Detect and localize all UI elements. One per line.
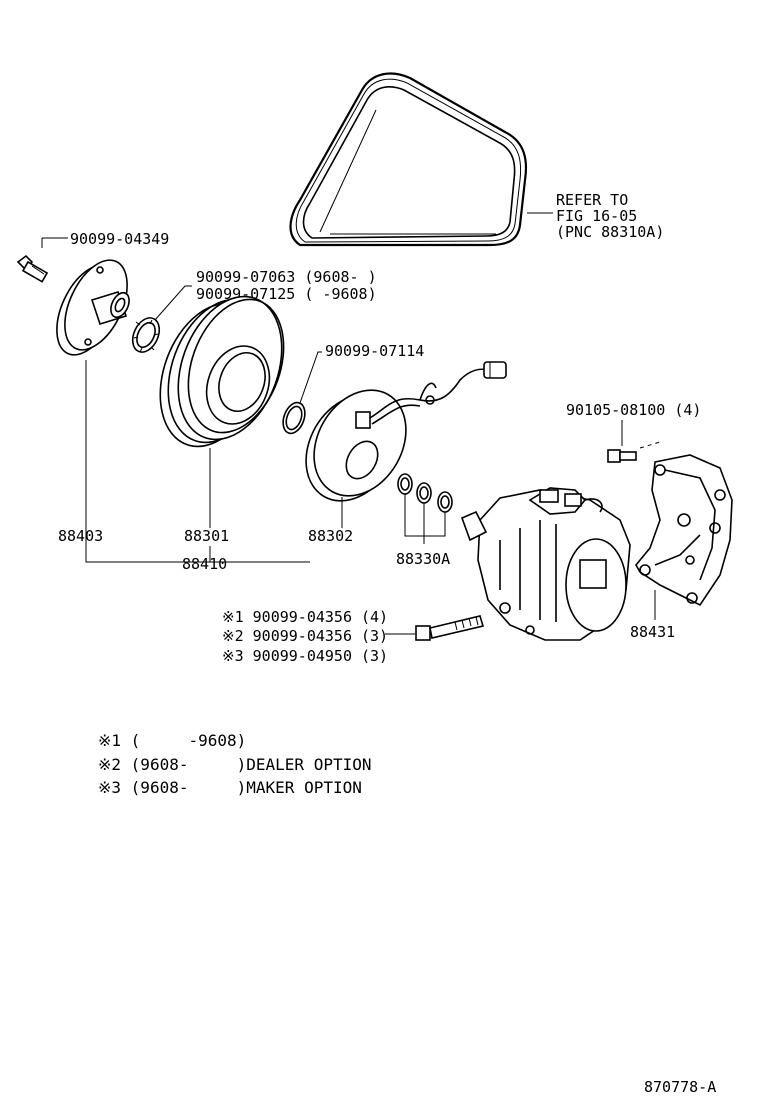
shim-ring (131, 317, 161, 353)
bracket-88431 (635, 454, 733, 607)
clutch-hub-88403 (56, 259, 130, 356)
label-snap-ring: 90099-07114 (325, 342, 424, 360)
label-88330a: 88330A (396, 550, 450, 568)
pulley-88301 (159, 295, 285, 448)
label-bracket-bolt: 90105-08100 (4) (566, 401, 701, 419)
bracket-bolt (607, 449, 637, 463)
compressor-bolt (415, 615, 485, 641)
drive-belt (289, 72, 528, 247)
note-2: ※2 (9608- )DEALER OPTION (98, 755, 372, 774)
label-88301: 88301 (184, 527, 229, 545)
hub-bolt (16, 254, 49, 283)
belt-reference-line3: (PNC 88310A) (556, 223, 664, 241)
shims-88330a (397, 473, 453, 513)
belt-reference-line2: FIG 16-05 (556, 207, 637, 225)
label-compressor-bolt-1: ※1 90099-04356 (4) (222, 608, 388, 626)
label-ring-a: 90099-07063 (9608- ) (196, 268, 377, 286)
label-hub-bolt: 90099-04349 (70, 230, 169, 248)
figure-id: 870778-A (644, 1078, 716, 1096)
label-88403: 88403 (58, 527, 103, 545)
label-88431: 88431 (630, 623, 675, 641)
compressor (460, 487, 631, 641)
label-88302: 88302 (308, 527, 353, 545)
magnet-coil-88302 (305, 361, 507, 502)
snap-ring (282, 401, 306, 435)
note-1: ※1 ( -9608) (98, 731, 246, 750)
belt-reference-line1: REFER TO (556, 191, 628, 209)
label-compressor-bolt-2: ※2 90099-04356 (3) (222, 627, 388, 645)
label-88410: 88410 (182, 555, 227, 573)
note-3: ※3 (9608- )MAKER OPTION (98, 778, 362, 797)
label-compressor-bolt-3: ※3 90099-04950 (3) (222, 647, 388, 665)
